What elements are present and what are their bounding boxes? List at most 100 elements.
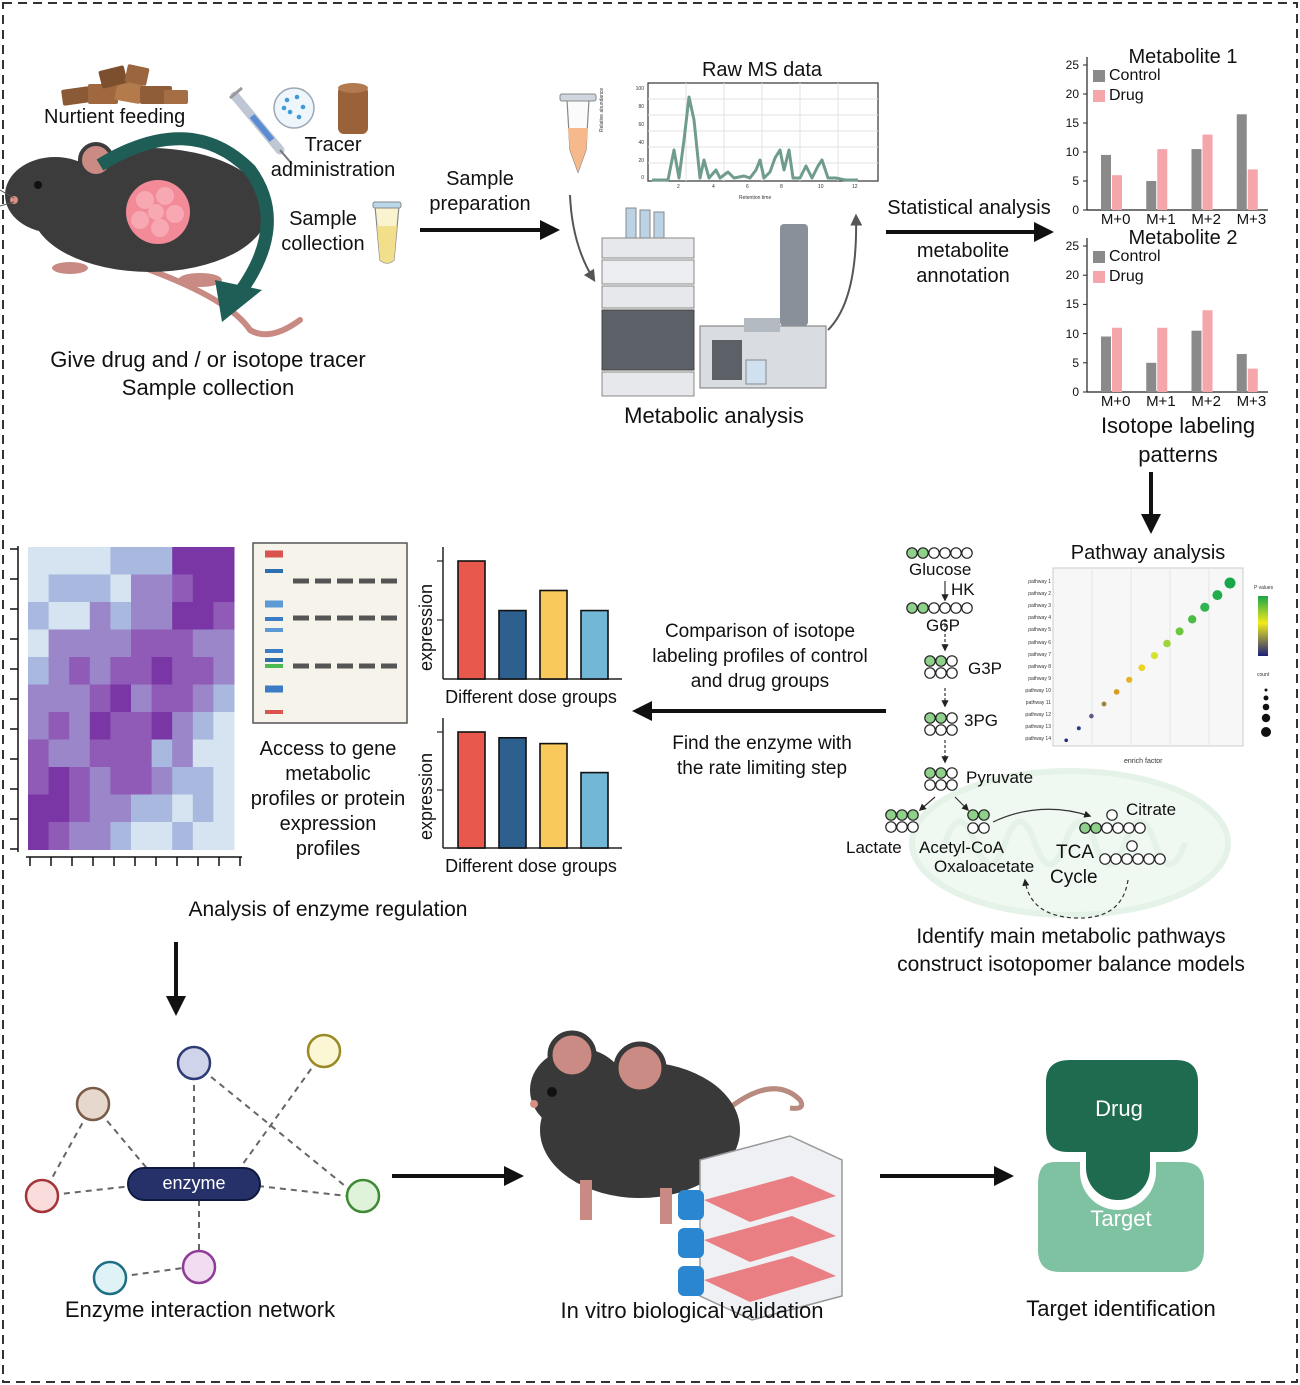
citrate-carbons (1134, 822, 1146, 834)
heatmap-cell (131, 794, 153, 823)
ms-trace (652, 95, 858, 182)
ms-chart (647, 82, 879, 182)
citrate-label: Citrate (1126, 800, 1177, 819)
heatmap-cell (131, 822, 153, 850)
drug-target-icon (1038, 1060, 1204, 1272)
protein-band (315, 578, 331, 584)
protein-band (293, 615, 309, 621)
heatmap-cell (69, 574, 91, 603)
heatmap-cell (213, 712, 235, 740)
identify-pathways-label-1: Identify main metabolic pathways (916, 925, 1226, 948)
ladder-band (265, 649, 283, 653)
heatmap-cell (213, 547, 235, 575)
g6p-carbons (906, 602, 918, 614)
heatmap-cell (69, 739, 91, 768)
lactate-label: Lactate (846, 838, 902, 857)
chart-title: Metabolite 1 (1128, 46, 1238, 68)
ms-title: Raw MS data (701, 59, 823, 81)
heatmap-cell (28, 602, 50, 630)
citrate-carbons (1123, 822, 1135, 834)
count-legend-dot (1261, 713, 1271, 723)
heatmap-cell (48, 547, 70, 575)
g3p-label: G3P (968, 659, 1003, 678)
citrate-carbons (1106, 809, 1118, 821)
expression-chart-2 (437, 718, 622, 849)
heatmap-cell (89, 574, 111, 603)
heatmap-cell (192, 574, 214, 603)
y-tick-label: 20 (1065, 268, 1079, 283)
heatmap-cell (69, 657, 91, 685)
heatmap-cell (69, 822, 91, 850)
network-node-purple (181, 1249, 217, 1285)
isotope-patterns-label-2: patterns (1138, 442, 1218, 467)
heatmap-cell (192, 794, 214, 823)
pathway-label: pathway 3 (1028, 603, 1051, 610)
pg3-carbons (935, 712, 947, 724)
heatmap-cell (48, 629, 70, 658)
pathway-point-3 (1200, 602, 1210, 612)
bar-control-M+0 (1101, 154, 1111, 210)
protein-band (293, 578, 309, 584)
pathway-label: pathway 4 (1028, 615, 1051, 622)
ms-xtick: 8 (780, 184, 783, 190)
y-tick-label: 20 (1065, 87, 1079, 101)
expression-xlabel: Different dose groups (445, 687, 617, 707)
expression-bar-3 (539, 742, 568, 849)
enzyme-node (127, 1167, 261, 1201)
pathway-label: pathway 1 (1028, 579, 1051, 585)
heatmap-cell (110, 602, 132, 630)
x-tick-label: M+1 (1146, 393, 1176, 410)
protein-band (381, 615, 397, 621)
heatmap-cell (89, 602, 111, 630)
heatmap-cell (192, 657, 214, 685)
ms-plot-frame (647, 82, 879, 182)
3pg-label: 3PG (964, 711, 999, 730)
heatmap-cell (89, 822, 111, 850)
acetyl-coa-carbons (967, 822, 979, 834)
give-drug-label-1: Give drug and / or isotope tracer (50, 347, 366, 372)
ms-ytick: 0 (641, 175, 644, 181)
network-node-yellow (306, 1033, 342, 1069)
enzyme-network (24, 1033, 381, 1296)
x-tick-label: M+3 (1236, 393, 1267, 410)
count-legend-dot (1261, 727, 1271, 737)
bar-drug-M+3 (1247, 368, 1258, 392)
bar-control-M+0 (1101, 336, 1111, 392)
heatmap-cell (172, 739, 194, 768)
network-node-green (345, 1178, 381, 1214)
heatmap-cell (48, 657, 70, 685)
access-profiles-label-3: profiles or protein (250, 788, 406, 810)
bar-drug-M+1 (1157, 149, 1168, 210)
legend-label-control: Control (1109, 248, 1161, 265)
p-value-legend-title: P values (1254, 585, 1274, 591)
bar-drug-M+1 (1157, 327, 1168, 392)
protein-band (359, 578, 375, 584)
target-identification-label: Target identification (1026, 1296, 1216, 1321)
heatmap-cell (131, 657, 153, 685)
heatmap-cell (69, 684, 91, 713)
heatmap-cell (89, 629, 111, 658)
expression-bar-2 (498, 736, 527, 849)
pathway-bubble-plot (1052, 567, 1271, 747)
ms-ytick: 40 (638, 140, 644, 146)
heatmap-cell (192, 547, 214, 575)
acetyl-coa-carbons (967, 809, 979, 821)
sample-tube-icon (372, 201, 402, 264)
oxaloacetate-carbons (1143, 853, 1155, 865)
lc-ms-instrument-icon (601, 207, 827, 397)
legend-label-drug: Drug (1109, 87, 1144, 104)
heatmap-cell (110, 822, 132, 850)
x-tick-label: M+1 (1146, 211, 1176, 228)
heatmap-cell (172, 684, 194, 713)
network-node-cyan (92, 1260, 128, 1296)
heatmap-cell (28, 574, 50, 603)
citrate-carbons (1101, 822, 1113, 834)
heatmap-cell (213, 767, 235, 795)
heatmap-cell (172, 657, 194, 685)
y-tick-label: 15 (1065, 116, 1079, 130)
pyruvate-carbons (946, 767, 958, 779)
enzyme-node-label: enzyme (162, 1173, 226, 1193)
heatmap-cell (172, 629, 194, 658)
